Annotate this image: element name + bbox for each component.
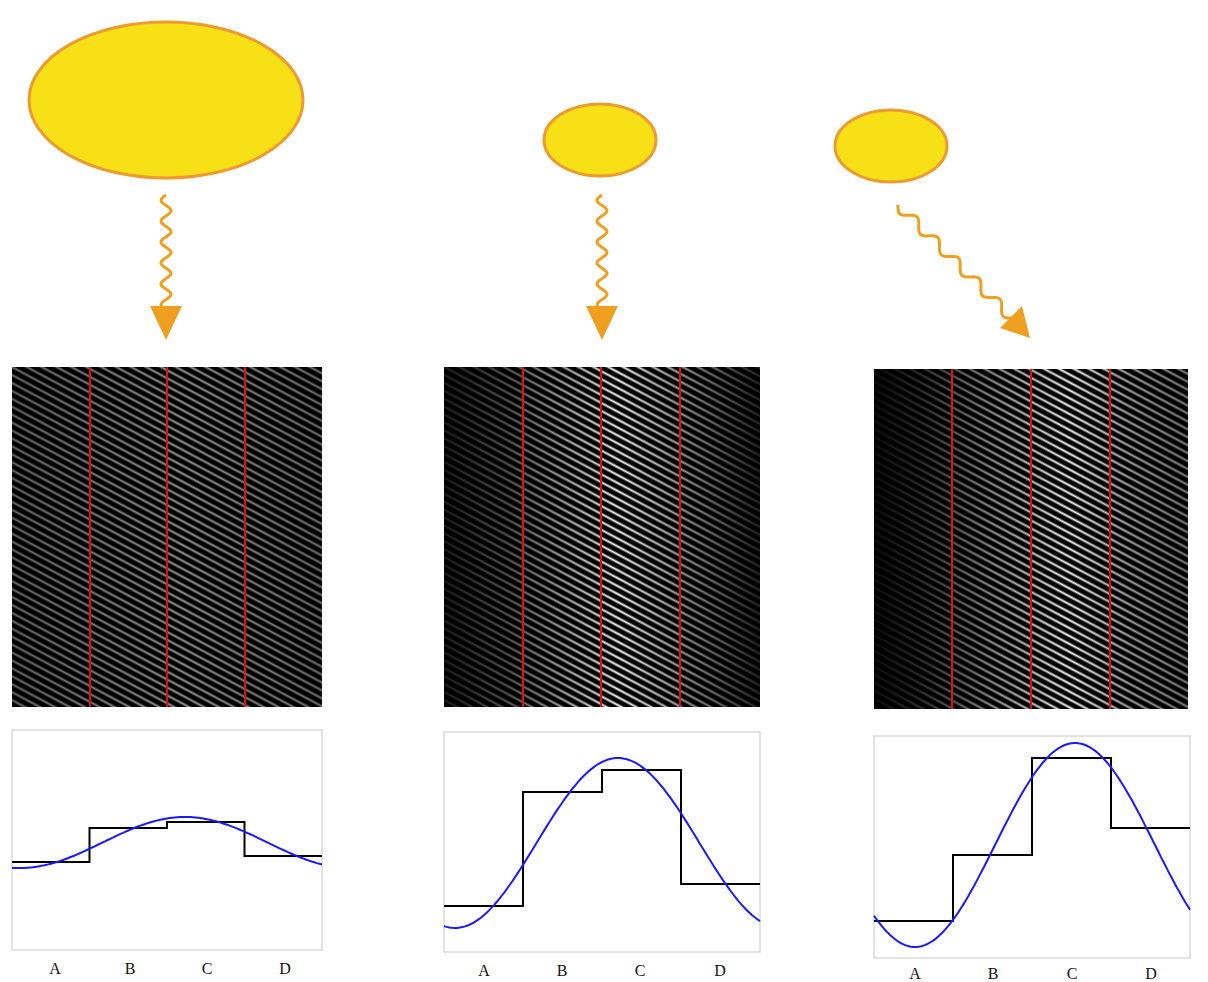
sine-fit <box>12 817 322 868</box>
sine-fit <box>444 758 760 928</box>
grating-panel <box>12 367 322 707</box>
light-ray <box>597 195 607 310</box>
step-curve <box>12 822 322 862</box>
axis-label: D <box>714 963 726 979</box>
light-ray <box>161 195 171 310</box>
grating-panel <box>444 367 760 707</box>
axis-label: C <box>202 961 213 977</box>
sun <box>835 110 947 182</box>
grating-panel <box>874 369 1188 709</box>
arrow-head <box>586 306 618 340</box>
axis-label: B <box>988 966 999 982</box>
axis-label: A <box>909 966 921 982</box>
axis-label: A <box>478 963 490 979</box>
step-curve <box>874 758 1190 921</box>
sun <box>29 22 303 178</box>
light-ray <box>898 205 1012 318</box>
sine-fit <box>874 743 1190 947</box>
axis-label: B <box>557 963 568 979</box>
axis-label: D <box>279 961 291 977</box>
intensity-plot <box>12 730 1190 958</box>
axis-label: D <box>1145 966 1157 982</box>
arrow-head <box>150 306 182 340</box>
step-curve <box>444 770 760 906</box>
axis-label: C <box>1067 966 1078 982</box>
arrow-head <box>1000 306 1030 338</box>
axis-label: B <box>125 961 136 977</box>
axis-label: C <box>635 963 646 979</box>
light-ray <box>161 195 1012 318</box>
axis-label: A <box>49 961 61 977</box>
sun <box>544 104 656 176</box>
